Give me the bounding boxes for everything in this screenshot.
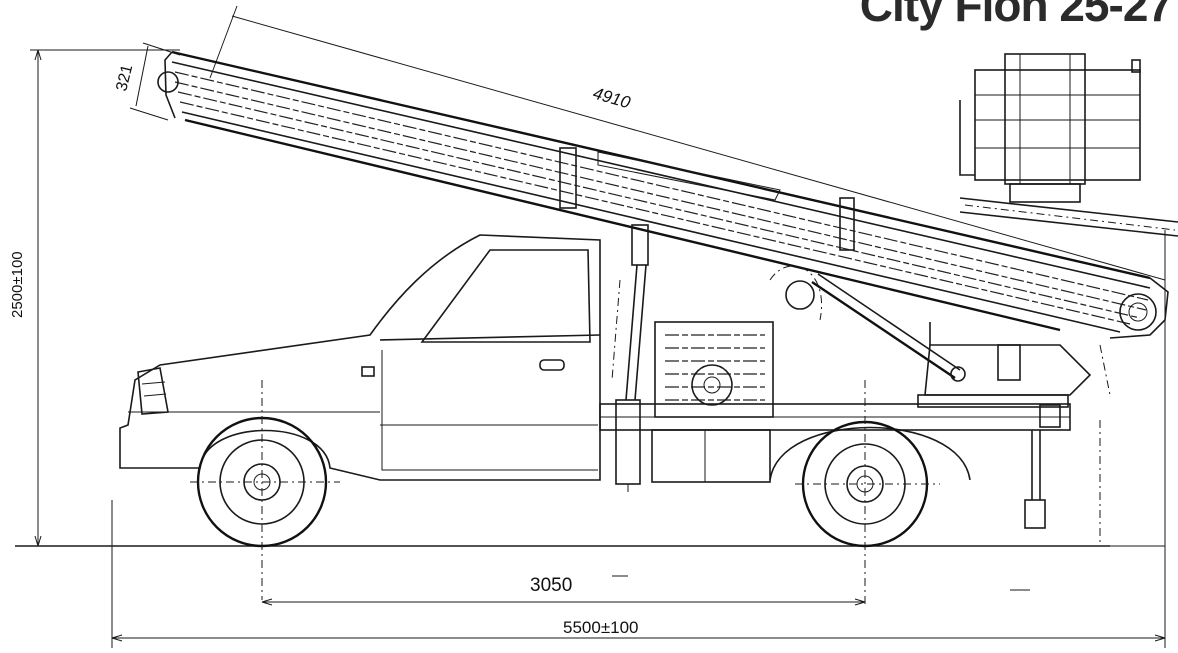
boom-length-label: 4910 [591, 84, 633, 113]
ladder-boom [157, 50, 1169, 339]
overall-length-dimension: 5500±100 [111, 230, 1166, 648]
boom-tip-label: 321 [113, 63, 136, 93]
height-dimension: 2500±100 [9, 49, 180, 547]
front-strut [611, 224, 649, 492]
turntable-base [917, 322, 1111, 408]
truck-cab [119, 234, 601, 481]
generator-unit [654, 321, 774, 418]
wheelbase-dimension: 3050 [261, 575, 1030, 606]
overall-length-label: 5500±100 [563, 618, 639, 637]
drawing-title: City Flon 25-27 [859, 0, 1173, 31]
wheelbase-label: 3050 [530, 575, 572, 596]
height-label: 2500±100 [9, 251, 26, 318]
lift-cylinder [769, 265, 966, 382]
work-basket [959, 53, 1178, 237]
